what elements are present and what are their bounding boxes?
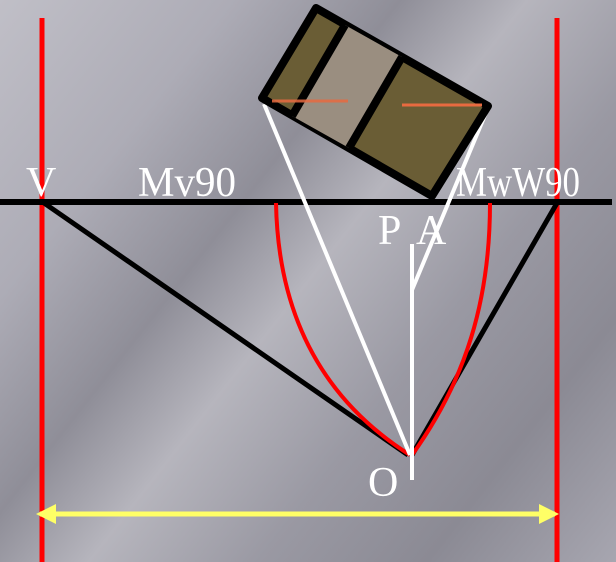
label-v: V bbox=[26, 160, 56, 206]
label-o: O bbox=[368, 460, 398, 506]
sight-ray-right bbox=[410, 107, 490, 291]
tilted-box bbox=[258, 4, 492, 200]
line-v-to-o bbox=[42, 200, 410, 458]
label-p: P bbox=[378, 208, 401, 254]
sight-ray-left bbox=[262, 103, 412, 456]
label-mw-w90: MwW90 bbox=[456, 160, 580, 206]
box-middle-panel bbox=[292, 25, 402, 148]
label-a: A bbox=[416, 208, 447, 254]
left-arc bbox=[274, 202, 412, 457]
box-divider-2 bbox=[345, 54, 406, 151]
label-mv90: Mv90 bbox=[138, 160, 236, 206]
right-arc bbox=[410, 202, 492, 457]
line-w90-to-o bbox=[409, 201, 560, 457]
